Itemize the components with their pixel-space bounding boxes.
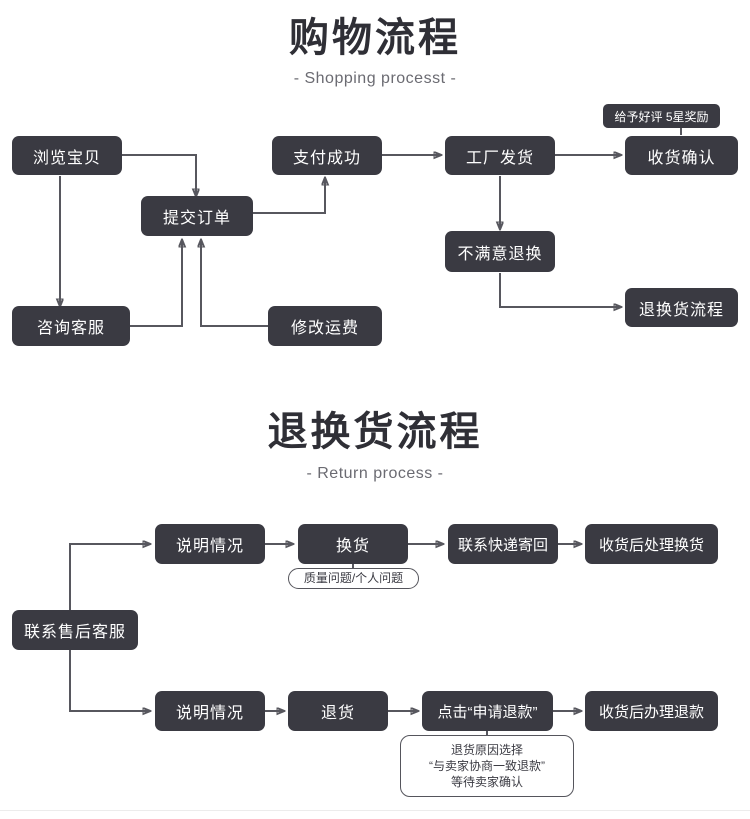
node-return-exchange-flow[interactable]: 退换货流程 <box>625 288 738 327</box>
node-refund[interactable]: 退货 <box>288 691 388 731</box>
node-confirm-receipt[interactable]: 收货确认 <box>625 136 738 175</box>
node-refund-explain[interactable]: 说明情况 <box>155 691 265 731</box>
node-exchange-explain[interactable]: 说明情况 <box>155 524 265 564</box>
node-pay-success[interactable]: 支付成功 <box>272 136 382 175</box>
node-modify-freight[interactable]: 修改运费 <box>268 306 382 346</box>
node-exchange[interactable]: 换货 <box>298 524 408 564</box>
node-apply-refund[interactable]: 点击“申请退款” <box>422 691 553 731</box>
node-submit-order[interactable]: 提交订单 <box>141 196 253 236</box>
node-factory-ship[interactable]: 工厂发货 <box>445 136 555 175</box>
node-browse-item[interactable]: 浏览宝贝 <box>12 136 122 175</box>
node-handle-refund[interactable]: 收货后办理退款 <box>585 691 718 731</box>
return-title-en: - Return process - <box>306 465 444 482</box>
node-contact-courier[interactable]: 联系快递寄回 <box>448 524 558 564</box>
shopping-title-en: - Shopping processt - <box>293 70 457 87</box>
footer-divider <box>0 810 750 811</box>
shopping-title-cn: 购物流程 <box>289 16 461 60</box>
node-consult-service[interactable]: 咨询客服 <box>12 306 130 346</box>
note-exchange-reason: 质量问题/个人问题 <box>288 568 419 589</box>
note-refund-reason: 退货原因选择 “与卖家协商一致退款” 等待卖家确认 <box>400 735 574 797</box>
node-contact-after-sales[interactable]: 联系售后客服 <box>12 610 138 650</box>
node-handle-exchange[interactable]: 收货后处理换货 <box>585 524 718 564</box>
return-title-cn: 退换货流程 <box>267 410 483 454</box>
badge-praise-reward[interactable]: 给予好评 5星奖励 <box>603 104 720 128</box>
node-unsatisfied-return[interactable]: 不满意退换 <box>445 231 555 272</box>
